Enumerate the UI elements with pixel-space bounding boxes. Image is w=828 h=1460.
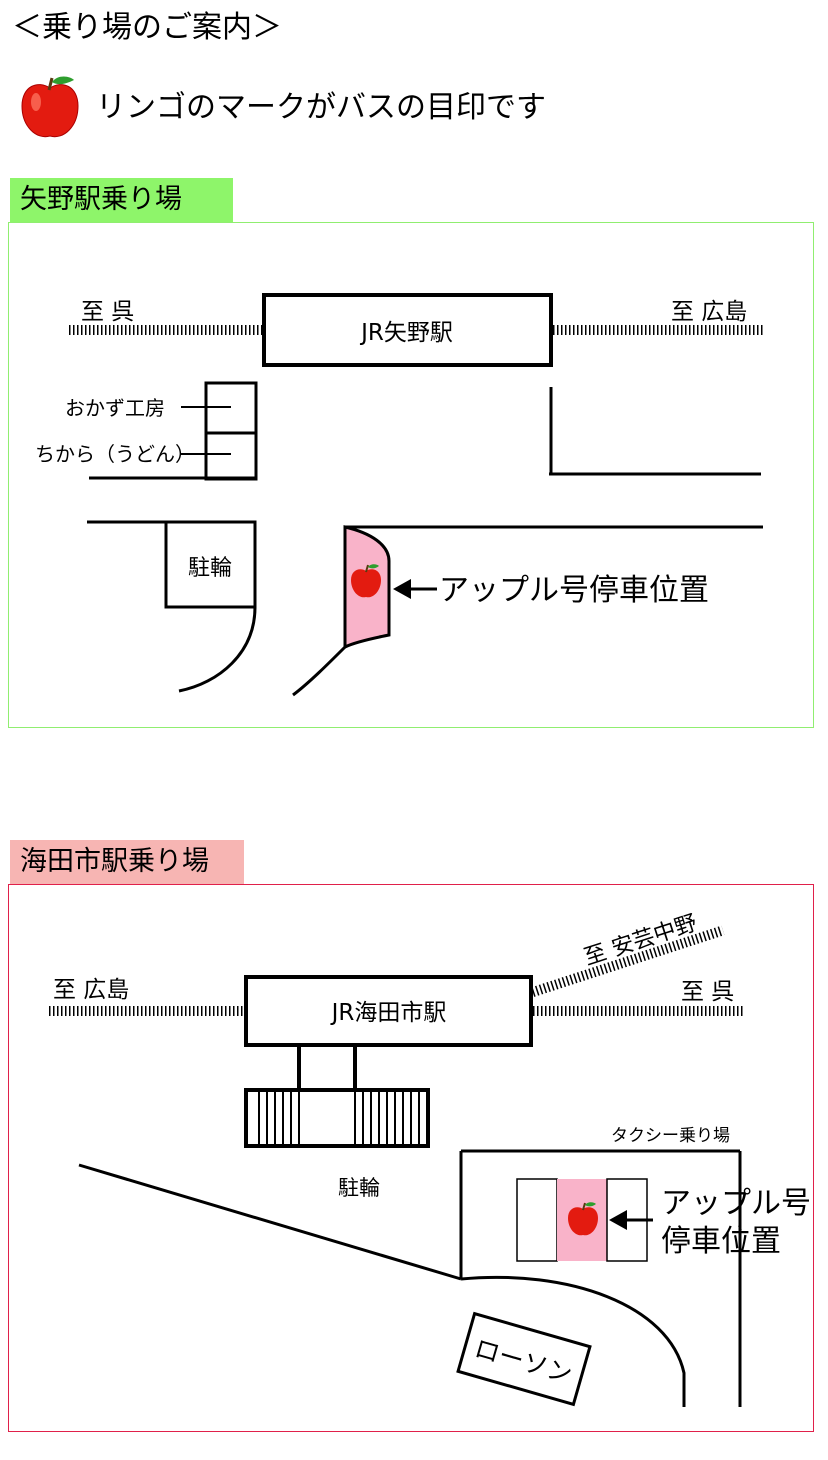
shop-chikara-udon: ちから（うどん） [35,442,195,466]
station-building [244,975,533,1047]
bike-parking [244,1088,430,1148]
apple-bus-stop-label: アップル号停車位置 [439,573,709,608]
direction-right: 至 呉 [681,979,734,1005]
apple-icon [568,1202,598,1236]
bike-parking-label: 駐輪 [338,1176,380,1200]
legend-text: リンゴのマークがバスの目印です [96,90,546,125]
direction-left: 至 広島 [53,977,129,1003]
bike-parking-label: 駐輪 [188,556,232,581]
yano-map-drawing: JR矢野駅 至 呉 至 広島 おかず工房 ちから（うどん） 駐輪 アップル号停車… [35,293,763,697]
shop-okazu-kobo: おかず工房 [65,396,165,420]
apple-icon [351,564,381,598]
railway-track-left [49,1006,245,1016]
page-title: ＜乗り場のご案内＞ [12,10,282,45]
station-name: JR矢野駅 [359,320,453,346]
yano-map: JR矢野駅 至 呉 至 広島 おかず工房 ちから（うどん） 駐輪 アップル号停車… [8,222,814,728]
station-building [262,293,553,367]
kaita-section-title: 海田市駅乗り場 [10,840,244,884]
apple-bus-stop-label-line2: 停車位置 [661,1224,781,1259]
railway-track-left [69,325,263,335]
railway-track-branch [525,925,725,999]
kaita-map: JR海田市駅 至 広島 至 呉 至 安芸中野 駐輪 タクシー乗り場 [8,884,814,1432]
lawson-store: ローソン [456,1311,592,1407]
shop-building [204,381,258,481]
station-name: JR海田市駅 [330,1000,447,1026]
yano-section-title: 矢野駅乗り場 [10,178,233,222]
apple-icon [21,76,79,138]
railway-track-right [531,1006,743,1016]
bike-parking [164,520,257,609]
direction-left: 至 呉 [81,299,134,325]
taxi-stand-label: タクシー乗り場 [611,1126,730,1146]
railway-track-right [551,325,763,335]
kaita-map-drawing: JR海田市駅 至 広島 至 呉 至 安芸中野 駐輪 タクシー乗り場 [49,911,811,1407]
direction-right: 至 広島 [671,299,747,325]
apple-bus-stop-label-line1: アップル号 [661,1186,811,1221]
